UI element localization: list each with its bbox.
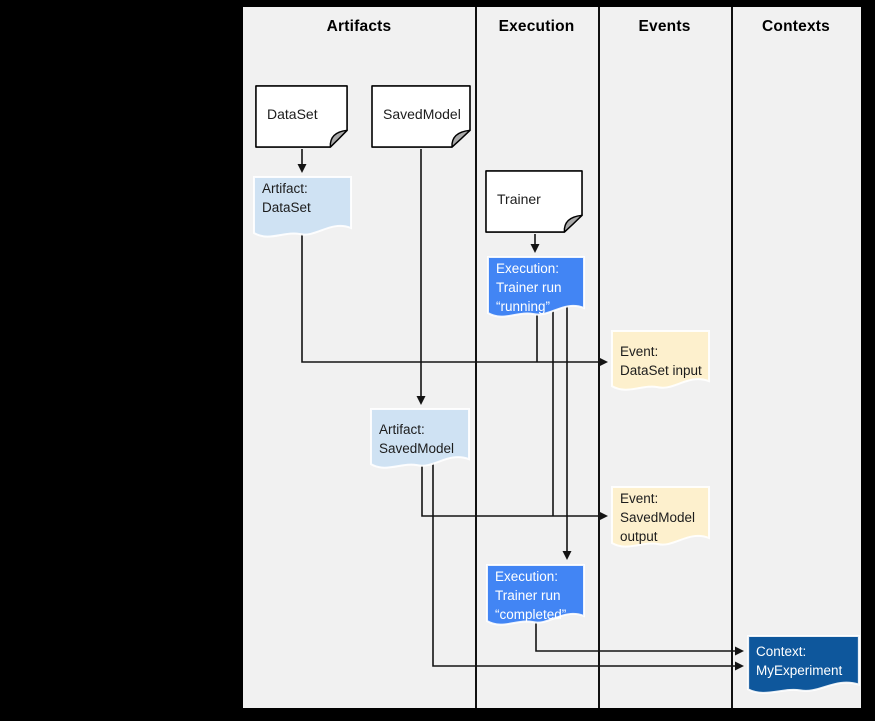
node-label-line: Artifact: (262, 181, 308, 196)
node-artifact-dataset: Artifact: DataSet (253, 176, 352, 242)
folded-document-shape (255, 85, 348, 148)
node-label-line: output (620, 529, 658, 544)
node-savedmodel: SavedModel (371, 85, 471, 148)
lane-divider-artifacts-execution (475, 7, 477, 708)
lane-header-artifacts: Artifacts (326, 18, 392, 35)
node-trainer: Trainer (485, 170, 583, 233)
folded-document-shape (485, 170, 583, 233)
node-label-line: SavedModel (620, 510, 696, 525)
node-event-dataset-input: Event: DataSet input (611, 330, 710, 395)
wave-document-shape (611, 486, 710, 552)
node-execution-completed: Execution: Trainer run “completed” (486, 564, 585, 630)
wave-document-shape (253, 176, 352, 242)
lane-divider-events-contexts (731, 7, 733, 708)
node-label-line: Context: (756, 644, 807, 659)
node-label-line: “running” (496, 299, 551, 314)
node-label-line: Trainer run (495, 588, 561, 603)
node-label-line: Execution: (495, 569, 559, 584)
node-artifact-savedmodel: Artifact: SavedModel (370, 408, 470, 473)
wave-document-shape (487, 256, 585, 322)
node-label: SavedModel (383, 106, 461, 122)
node-label-line: Trainer run (496, 280, 562, 295)
node-label-line: DataSet (262, 200, 311, 215)
wave-document-shape (611, 330, 710, 395)
node-label-line: SavedModel (379, 441, 455, 456)
wave-document-shape (370, 408, 470, 473)
node-label-line: Event: (620, 491, 659, 506)
lane-header-contexts: Contexts (762, 18, 830, 35)
node-label-line: Event: (620, 344, 659, 359)
node-label-line: Execution: (496, 261, 560, 276)
node-context-myexperiment: Context: MyExperiment (747, 635, 860, 698)
folded-document-shape (371, 85, 471, 148)
node-label: Trainer (497, 191, 541, 207)
lane-header-events: Events (638, 18, 691, 35)
node-label: DataSet (267, 106, 318, 122)
wave-document-shape (747, 635, 860, 698)
node-label-line: DataSet input (620, 363, 702, 378)
node-dataset: DataSet (255, 85, 348, 148)
wave-document-shape (486, 564, 585, 630)
node-label-line: MyExperiment (756, 663, 843, 678)
node-execution-running: Execution: Trainer run “running” (487, 256, 585, 322)
node-label-line: Artifact: (379, 422, 425, 437)
lane-divider-execution-events (598, 7, 600, 708)
lane-header-execution: Execution (498, 18, 575, 35)
node-label-line: “completed” (495, 607, 567, 622)
node-event-savedmodel-output: Event: SavedModel output (611, 486, 710, 552)
